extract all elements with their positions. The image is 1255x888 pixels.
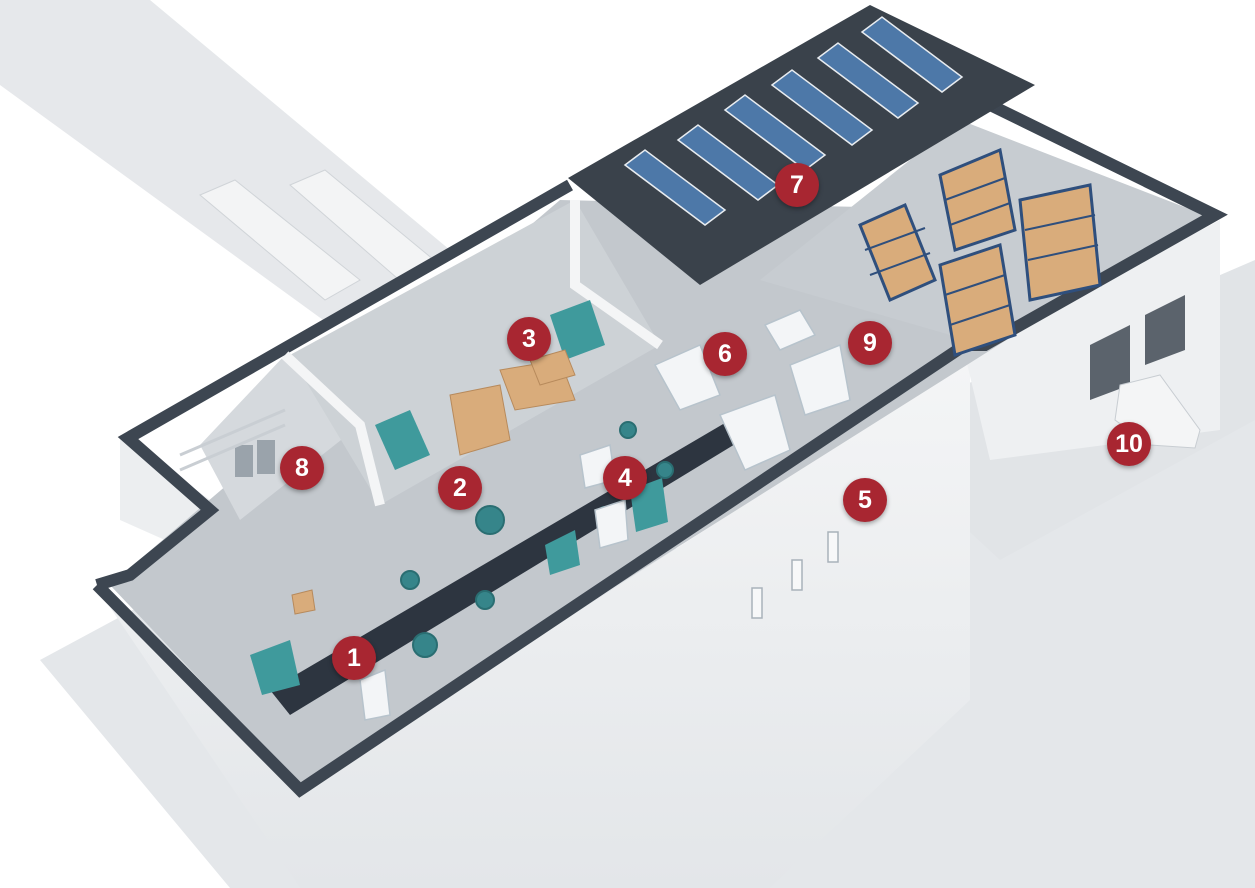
marker-6[interactable]: 6 bbox=[703, 332, 747, 376]
solar-roof bbox=[568, 5, 1035, 285]
marker-3[interactable]: 3 bbox=[507, 317, 551, 361]
inner-walls bbox=[281, 200, 663, 507]
pallets bbox=[291, 349, 576, 615]
tank-room bbox=[179, 408, 286, 477]
ev-chargers bbox=[751, 531, 839, 619]
loading-docks bbox=[1090, 295, 1185, 400]
marker-1[interactable]: 1 bbox=[332, 636, 376, 680]
marker-9[interactable]: 9 bbox=[848, 321, 892, 365]
trucks bbox=[199, 169, 441, 301]
marker-7[interactable]: 7 bbox=[775, 163, 819, 207]
marker-8[interactable]: 8 bbox=[280, 446, 324, 490]
white-modules bbox=[359, 309, 851, 721]
marker-2[interactable]: 2 bbox=[438, 466, 482, 510]
storage-racks bbox=[858, 147, 1102, 357]
marker-4[interactable]: 4 bbox=[603, 456, 647, 500]
marker-10[interactable]: 10 bbox=[1107, 422, 1151, 466]
marker-5[interactable]: 5 bbox=[843, 478, 887, 522]
machines bbox=[250, 300, 668, 695]
